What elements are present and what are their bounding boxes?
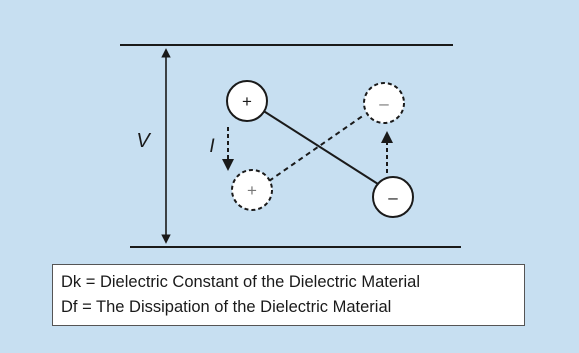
positive-charge-solid: + — [226, 80, 268, 122]
dashed-dipole-line — [268, 114, 365, 182]
svg-text:–: – — [379, 94, 389, 113]
legend-line-dk: Dk = Dielectric Constant of the Dielectr… — [61, 273, 421, 291]
negative-charge-dashed: – — [363, 82, 405, 124]
svg-text:+: + — [247, 181, 257, 200]
current-arrowhead — [222, 159, 234, 171]
voltage-label: V — [136, 130, 151, 152]
legend-line-df: Df = The Dissipation of the Dielectric M… — [61, 298, 392, 316]
svg-text:+: + — [242, 92, 252, 111]
displacement-arrowhead — [381, 131, 393, 143]
svg-text:–: – — [388, 188, 398, 207]
legend-box: Dk = Dielectric Constant of the Dielectr… — [52, 264, 525, 326]
positive-charge-dashed: + — [231, 169, 273, 211]
solid-dipole-line — [261, 109, 379, 185]
current-label: I — [209, 136, 215, 157]
negative-charge-solid: – — [372, 176, 414, 218]
